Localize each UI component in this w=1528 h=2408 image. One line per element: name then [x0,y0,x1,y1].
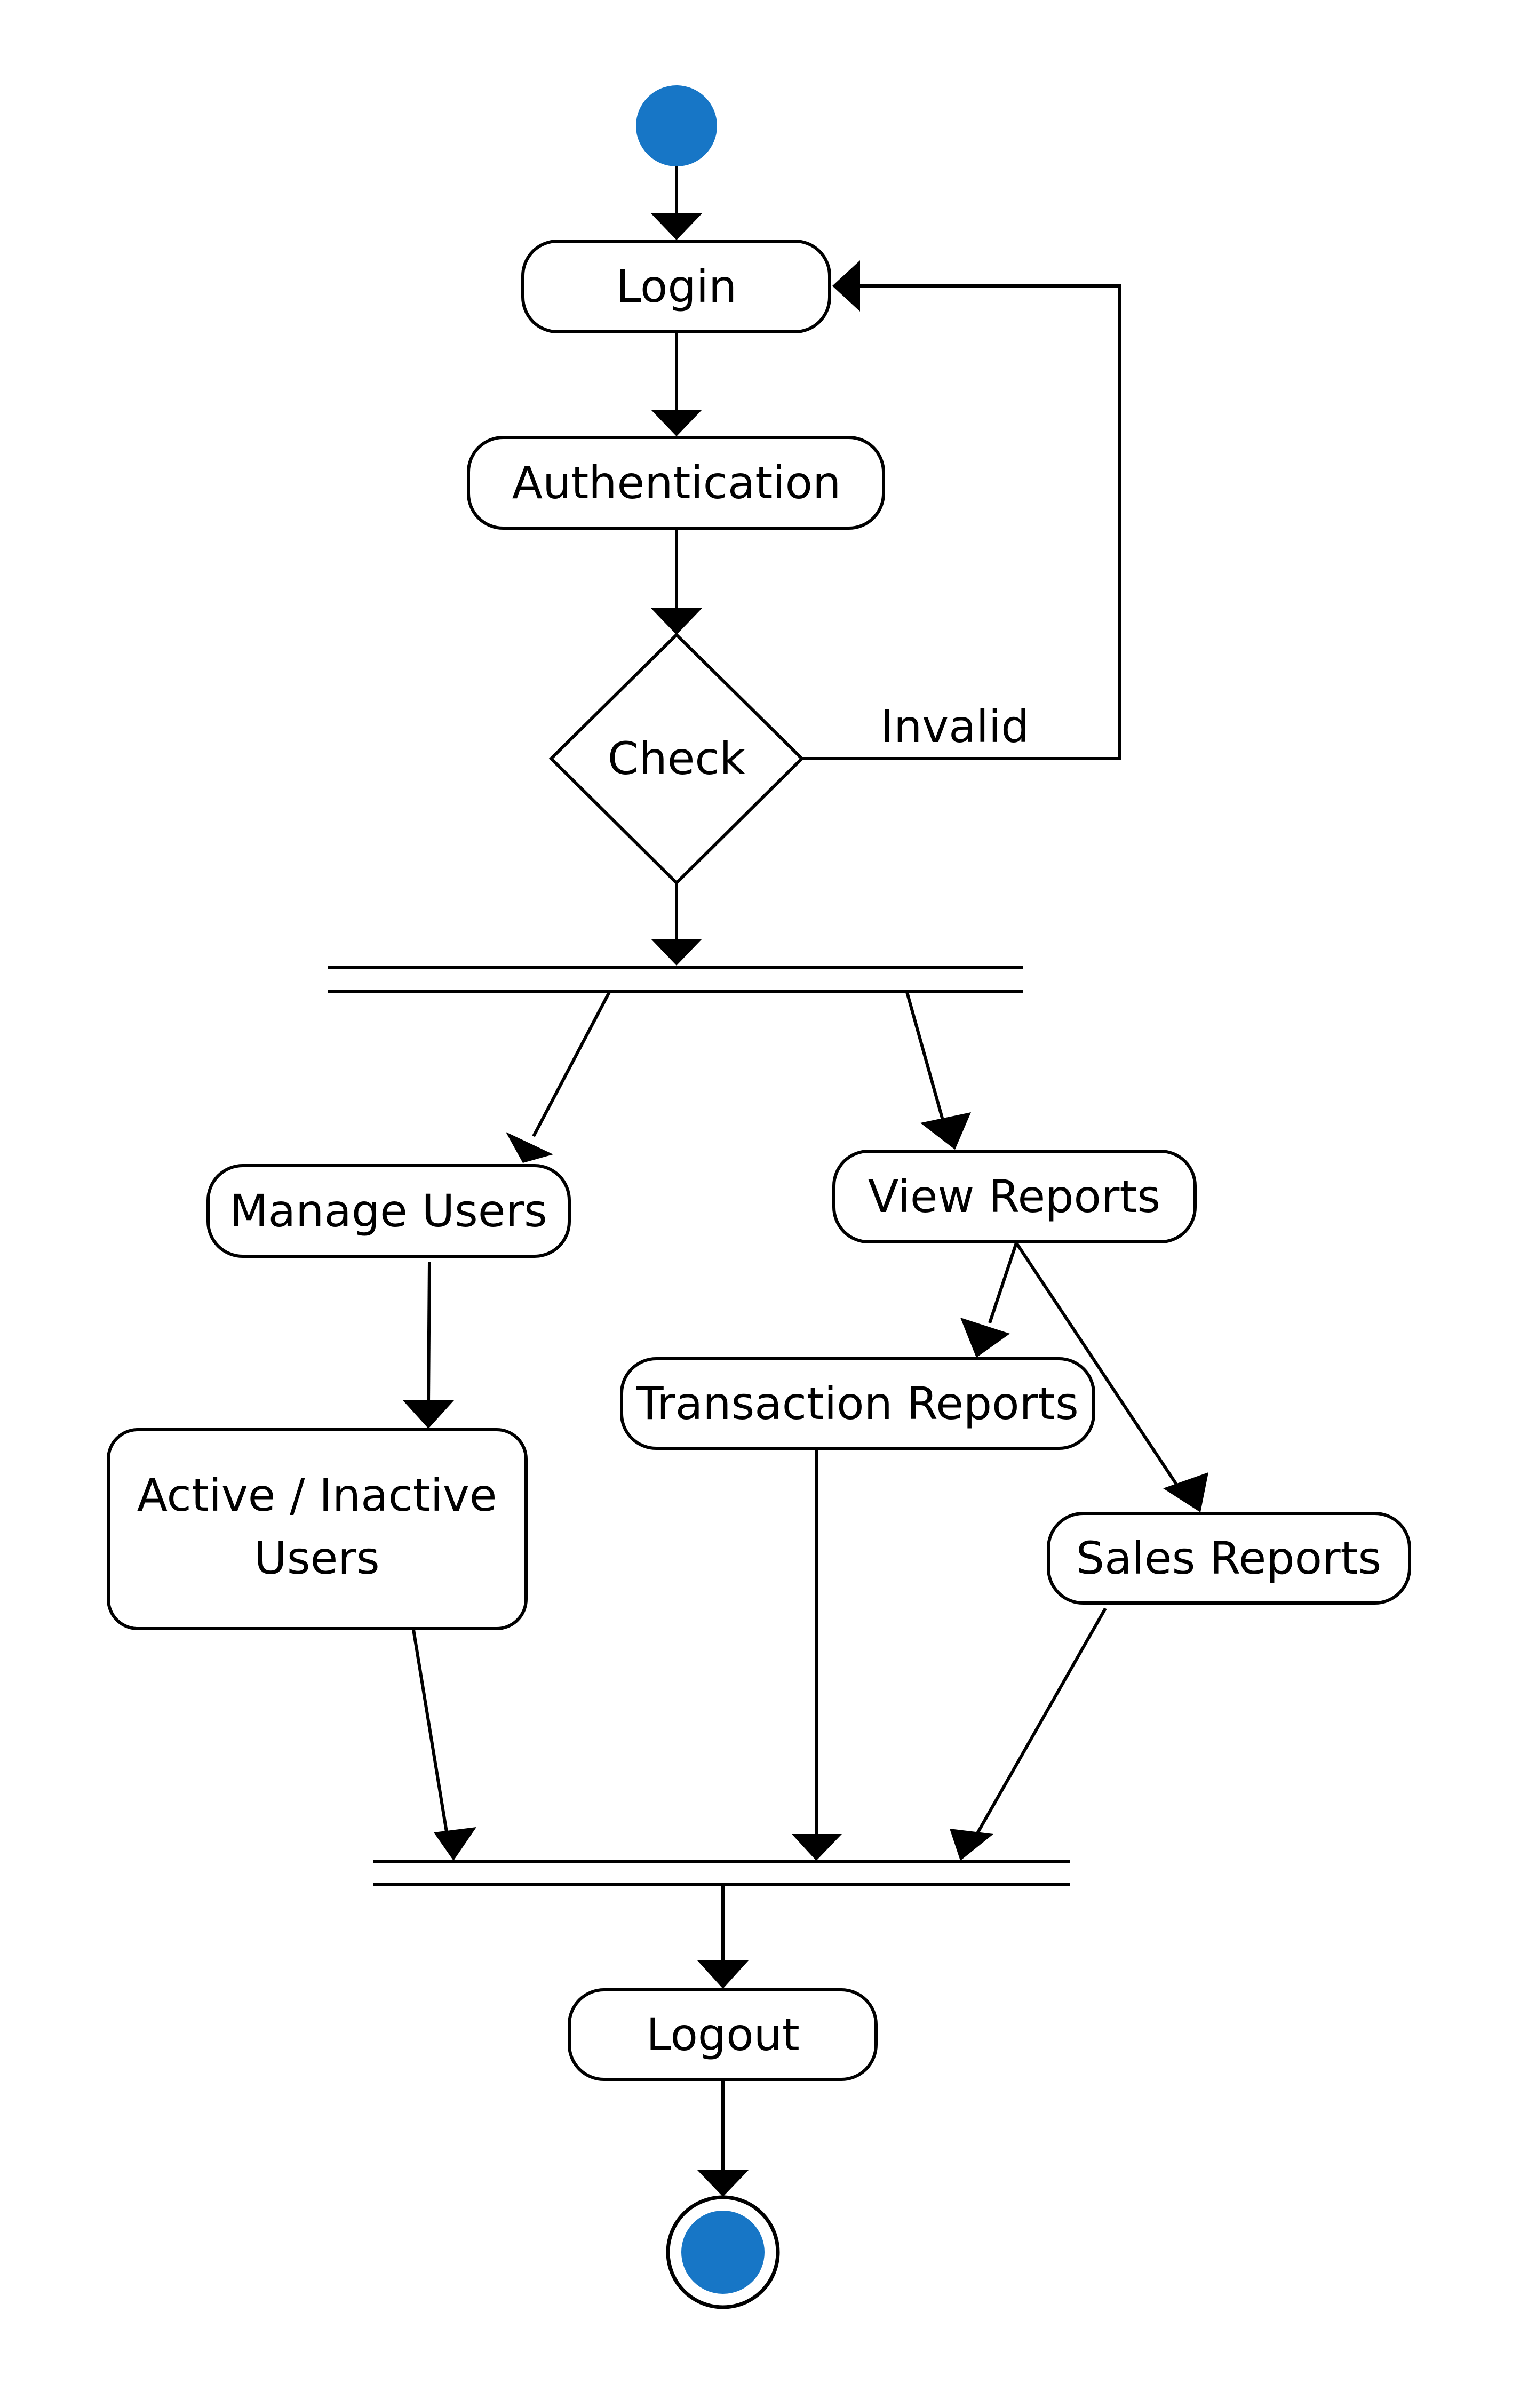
edge-view-to-transaction [988,1242,1018,1323]
arrowhead-join-left [434,1827,476,1861]
fork-bar [328,966,1023,993]
authentication-action: Authentication [467,436,885,530]
active-inactive-label-line1: Active / Inactive [137,1469,497,1521]
arrowhead-logout [697,1960,749,1989]
edge-manage-to-active [427,1261,431,1404]
edge-invalid-loop [802,284,1121,760]
authentication-label: Authentication [512,457,841,509]
edge-view-to-sales [1015,1242,1181,1489]
arrowhead-manage-users [506,1132,553,1163]
arrowhead-login [651,213,702,240]
arrowhead-active [403,1400,454,1429]
manage-users-label: Manage Users [229,1185,547,1237]
arrowhead-fork [651,939,702,966]
arrowhead-sales [1163,1472,1208,1512]
arrowhead-join-right [950,1829,993,1861]
check-label: Check [608,732,746,785]
active-inactive-label-line2: Users [254,1532,379,1584]
check-decision: Check [548,632,805,886]
edge-active-to-join [412,1629,449,1836]
sales-reports-action: Sales Reports [1047,1512,1411,1605]
arrowhead-login-loop [832,260,860,312]
edge-sales-to-join [975,1607,1107,1836]
manage-users-action: Manage Users [206,1164,571,1258]
edges [403,166,1208,2197]
transaction-reports-label: Transaction Reports [635,1377,1078,1430]
login-action: Login [521,240,831,333]
arrowhead-view-reports [920,1112,971,1150]
view-reports-action: View Reports [832,1150,1197,1243]
join-bar [373,1860,1070,1886]
final-node [666,2195,780,2309]
edge-fork-to-manage-users [532,991,611,1137]
logout-label: Logout [646,2008,800,2061]
arrowhead-check [651,608,702,635]
login-label: Login [616,260,737,313]
logout-action: Logout [568,1988,878,2081]
arrowhead-join-middle [792,1834,842,1861]
arrowhead-transaction [960,1318,1010,1358]
arrowhead-end [697,2170,749,2197]
sales-reports-label: Sales Reports [1076,1532,1382,1584]
initial-node [636,85,717,166]
arrowhead-authentication [651,410,702,436]
active-inactive-users-action: Active / Inactive Users [107,1428,528,1630]
edge-fork-to-view-reports [905,992,946,1126]
invalid-guard-label: Invalid [880,700,1029,753]
transaction-reports-action: Transaction Reports [620,1357,1095,1450]
view-reports-label: View Reports [868,1170,1160,1223]
